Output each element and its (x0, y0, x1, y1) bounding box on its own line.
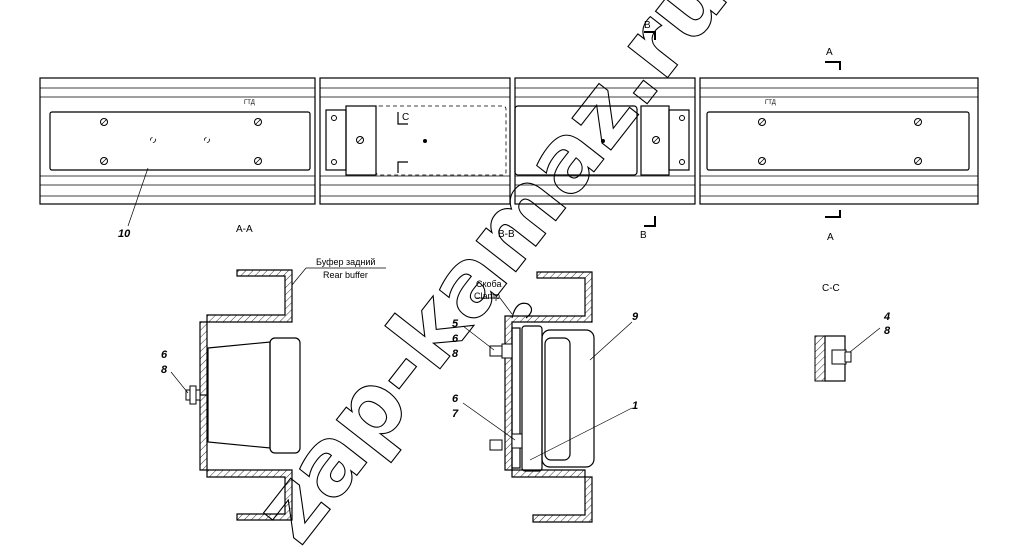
callout-part-10: 10 (118, 228, 131, 240)
callout-cc-4: 4 (883, 311, 890, 323)
beam-segment-left: ГТД (39, 77, 316, 205)
section-a-marker-top: А (826, 47, 833, 58)
buffer-beam-top-view: ГТД (39, 20, 979, 243)
license-plate-left (49, 111, 311, 171)
section-a-marker-bottom: А (827, 232, 834, 243)
callout-bb-8: 8 (452, 348, 459, 360)
section-cc-view: 4 8 (814, 311, 891, 382)
section-cc-title: С-С (822, 283, 840, 294)
section-bb-title: В-В (498, 229, 515, 240)
section-b-marker-top: В (644, 20, 651, 31)
note-rear-buffer-en: Rear buffer (323, 270, 368, 280)
section-aa-view: 6 8 Буфер задний Rear buffer (161, 257, 386, 521)
callout-bb-7: 7 (452, 408, 459, 420)
note-clamp-ru: Скоба (476, 279, 502, 289)
note-rear-buffer-ru: Буфер задний (316, 257, 375, 267)
license-plate-right (706, 111, 970, 171)
callout-bb-6-lower: 6 (452, 393, 459, 405)
callout-bb-5: 5 (452, 318, 459, 330)
beam-segment-right: ГТД (699, 77, 979, 205)
callout-bb-1: 1 (632, 400, 638, 412)
callout-aa-8: 8 (161, 364, 168, 376)
beam-segment-center-left (319, 77, 511, 205)
svg-text:ГТД: ГТД (244, 100, 255, 106)
section-c-marker: С (402, 112, 409, 123)
section-aa-title: А-А (236, 224, 253, 235)
section-cut-markers (644, 31, 841, 227)
plate-screws-left (100, 118, 262, 165)
callout-bb-9: 9 (632, 311, 639, 323)
watermark-logo: zap-kamaz.ru (233, 0, 748, 550)
callout-aa-6: 6 (161, 349, 168, 361)
svg-text:ГТД: ГТД (765, 100, 776, 106)
note-clamp-en: Clamp (474, 291, 500, 301)
callout-cc-8: 8 (884, 325, 891, 337)
callout-bb-6-upper: 6 (452, 333, 459, 345)
section-b-marker-bottom: В (640, 230, 647, 241)
tail-lamp-outline (375, 105, 507, 176)
beam-segment-center-right (514, 77, 696, 205)
plate-screws-right (758, 118, 922, 165)
section-bb-view: Скоба Clamp 5 6 8 6 7 9 1 (452, 271, 639, 523)
